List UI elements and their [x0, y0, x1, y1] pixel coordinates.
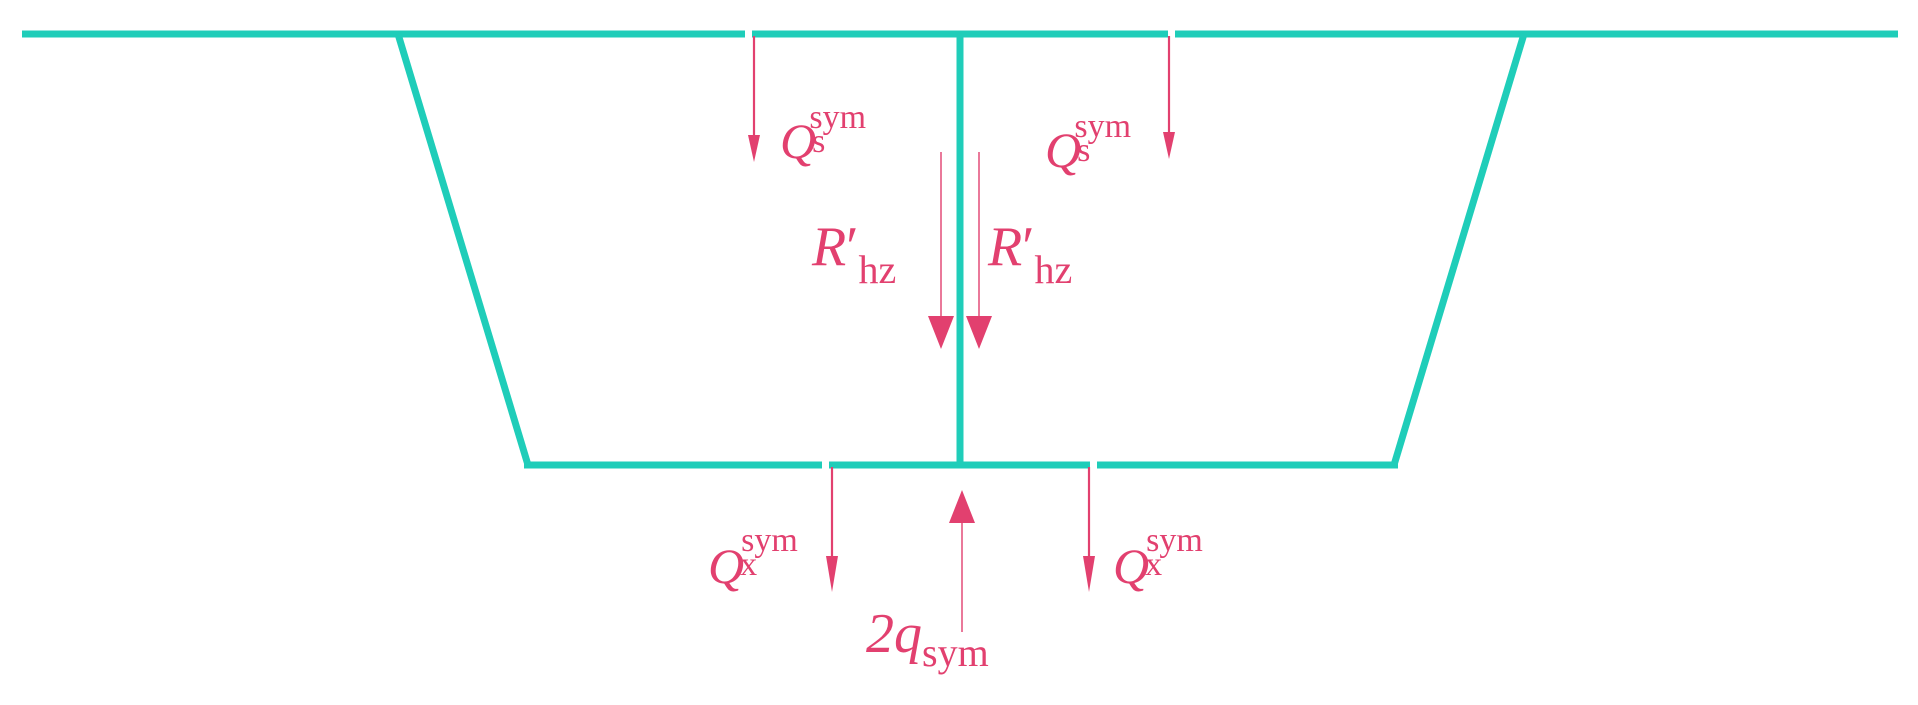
label-q-s-left: Qssym — [780, 99, 866, 169]
right-web — [1390, 32, 1528, 467]
label-2q-sym: 2qsym — [866, 603, 989, 675]
label-r-hz-left: R′hz — [811, 216, 896, 292]
arrow-q-s-right — [1163, 36, 1175, 159]
label-q-s-right: Qssym — [1045, 108, 1131, 178]
arrow-q-x-left — [826, 467, 838, 592]
force-arrows — [748, 36, 1175, 632]
arrow-2q-sym — [949, 490, 975, 632]
arrow-r-hz-right — [966, 152, 992, 349]
label-q-x-left: Qxsym — [708, 522, 798, 594]
box-girder-section — [22, 30, 1898, 469]
left-web — [394, 32, 532, 467]
label-r-hz-right: R′hz — [987, 216, 1072, 292]
arrow-q-s-left — [748, 36, 760, 162]
arrow-r-hz-left — [928, 152, 954, 349]
arrow-q-x-right — [1083, 467, 1095, 592]
label-q-x-right: Qxsym — [1113, 522, 1203, 594]
